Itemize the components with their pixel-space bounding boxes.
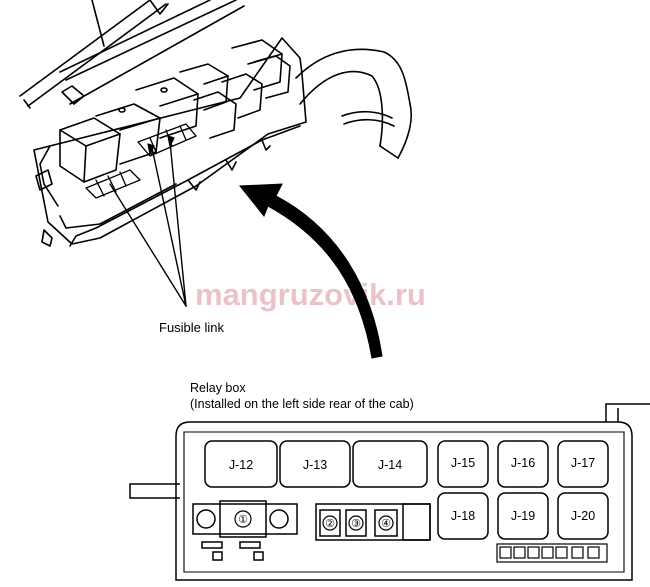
relay-labels: J-12 J-13 J-14 J-15 J-16 J-17 J-18 J-19 … (229, 456, 595, 523)
relay-j18 (437, 492, 489, 540)
relay-j15 (437, 440, 489, 488)
relay-cubes (59, 39, 291, 183)
fuse-marker-3: ③ (351, 518, 361, 530)
fusible-link-leaders (109, 141, 187, 307)
cab-frame (19, 0, 245, 109)
relay-box-subtitle: (Installed on the left side rear of the … (190, 397, 414, 411)
small-relay-slots (437, 440, 609, 540)
large-relay-slots (204, 440, 428, 488)
mount-tab-left (129, 483, 180, 499)
label-j17: J-17 (571, 456, 595, 470)
mount-tab-right (605, 403, 650, 422)
watermark: mangruzovik.ru (195, 277, 426, 312)
label-j12: J-12 (229, 458, 253, 472)
fuse-marker-2: ② (325, 518, 335, 530)
fuse-cluster (85, 123, 197, 199)
relay-j14 (352, 440, 428, 488)
label-j14: J-14 (378, 458, 402, 472)
fuse-markers: ① ② ③ ④ (238, 514, 391, 530)
relay-j13 (279, 440, 351, 488)
box-housing (33, 37, 307, 247)
terminal-right (269, 509, 289, 529)
fuse-marker-1: ① (238, 514, 248, 526)
relay-box-layout (129, 403, 650, 581)
relay-box-illustration (19, 0, 413, 307)
relay-j17 (557, 440, 609, 488)
relay-j16 (497, 440, 549, 488)
label-j15: J-15 (451, 456, 475, 470)
relay-box-title: Relay box (190, 381, 246, 395)
relay-j20 (557, 492, 609, 540)
fuse-marker-4: ④ (381, 518, 391, 530)
label-j13: J-13 (303, 458, 327, 472)
terminal-left (196, 509, 216, 529)
connector-row (496, 543, 608, 563)
fuse-block-2-4 (315, 503, 431, 541)
label-j20: J-20 (571, 509, 595, 523)
label-j19: J-19 (511, 509, 535, 523)
label-j16: J-16 (511, 456, 535, 470)
label-j18: J-18 (451, 509, 475, 523)
pointer-arrow (238, 183, 383, 359)
fusible-link-label: Fusible link (159, 320, 225, 335)
fuse-block-1 (192, 500, 298, 561)
relay-j19 (497, 492, 549, 540)
box-outline (175, 421, 633, 581)
wire-harness (295, 48, 413, 159)
relay-j12 (204, 440, 278, 488)
